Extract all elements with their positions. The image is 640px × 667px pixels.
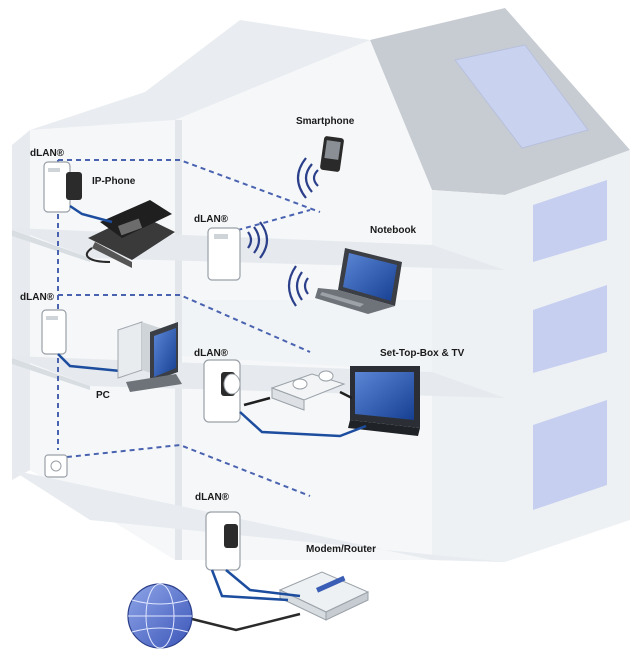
gable bbox=[30, 20, 370, 130]
wifi-signal-adapter bbox=[247, 221, 269, 259]
dlan-adapter-middle-center bbox=[203, 359, 241, 423]
label-notebook: Notebook bbox=[370, 225, 417, 236]
skylight bbox=[454, 44, 589, 149]
label-dlan-upper-left: dLAN® bbox=[30, 148, 65, 159]
floor-ground bbox=[12, 470, 505, 562]
label-smartphone: Smartphone bbox=[296, 116, 355, 127]
side-window-bottom bbox=[533, 400, 607, 510]
side-window-middle bbox=[533, 285, 607, 373]
label-modem-router: Modem/Router bbox=[306, 544, 376, 555]
side-window-top bbox=[533, 180, 607, 262]
dlan-adapter-ground bbox=[205, 511, 241, 571]
dlan-adapter-upper-left bbox=[43, 161, 82, 213]
label-dlan-ground: dLAN® bbox=[195, 492, 230, 503]
wall-socket bbox=[44, 454, 68, 478]
notebook bbox=[315, 248, 402, 314]
diagram-labels: dLAN® IP-Phone Smartphone dLAN® Notebook… bbox=[20, 116, 465, 555]
label-pc: PC bbox=[96, 390, 110, 401]
label-dlan-middle-left: dLAN® bbox=[20, 292, 55, 303]
pc-cable bbox=[57, 353, 131, 374]
router-cables bbox=[187, 569, 301, 632]
ip-phone bbox=[85, 200, 175, 268]
label-dlan-middle-center: dLAN® bbox=[194, 348, 229, 359]
dlan-adapter-middle-left bbox=[41, 309, 67, 355]
link-upper bbox=[58, 159, 321, 213]
smartphone bbox=[320, 136, 344, 172]
label-set-top-box-tv: Set-Top-Box & TV bbox=[380, 348, 465, 359]
phone-cable bbox=[69, 204, 113, 224]
link-vertical-left bbox=[57, 160, 311, 353]
link-upper-center bbox=[219, 209, 311, 236]
tv-cables bbox=[239, 390, 367, 438]
partition-wall bbox=[175, 120, 182, 560]
tv bbox=[348, 366, 420, 436]
dlan-adapter-upper-center bbox=[207, 227, 241, 281]
internet-globe-icon bbox=[127, 583, 193, 649]
pc bbox=[117, 321, 182, 392]
set-top-box bbox=[270, 370, 346, 411]
left-wall-edge bbox=[12, 130, 30, 480]
label-ip-phone: IP-Phone bbox=[92, 176, 136, 187]
link-ground bbox=[57, 443, 311, 497]
wifi-signal-notebook bbox=[287, 265, 309, 307]
modem-router bbox=[278, 571, 370, 621]
label-dlan-upper-center: dLAN® bbox=[194, 214, 229, 225]
powerline-links bbox=[57, 159, 321, 497]
house-structure bbox=[12, 8, 630, 562]
wifi-signal-smartphone bbox=[296, 157, 319, 199]
